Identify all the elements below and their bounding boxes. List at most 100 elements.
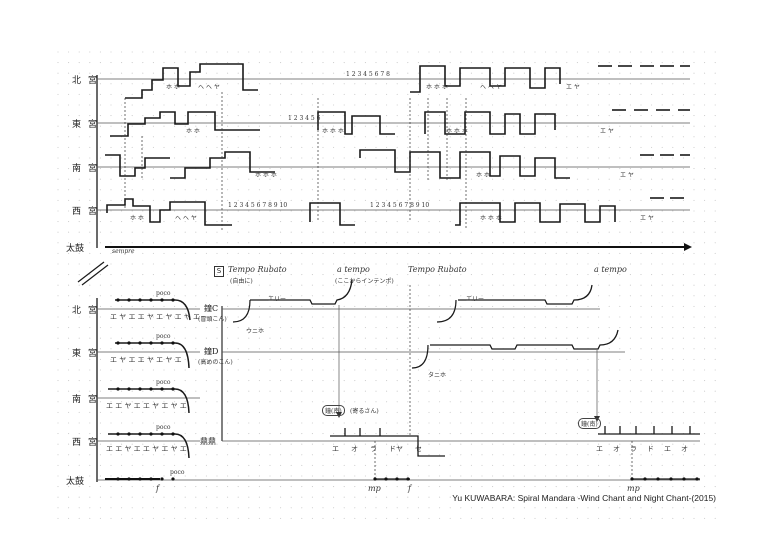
grid-dot [555,104,557,106]
grid-dot [492,199,494,201]
grid-dot [534,104,536,106]
grid-dot [258,93,260,95]
grid-dot [163,93,165,95]
grid-dot [439,83,441,85]
grid-dot [682,125,684,127]
a-tempo-2: a tempo [594,265,627,274]
grid-dot [449,157,451,159]
grid-dot [280,83,282,85]
grid-dot [449,221,451,223]
grid-dot [269,115,271,117]
west-bell-syllables-2: エ オ ラ ド エ オ [596,444,688,454]
grid-dot [131,178,133,180]
grid-dot [714,210,716,212]
grid-dot [142,72,144,74]
grid-dot [68,115,70,117]
grid-dot [704,104,706,106]
grid-dot [227,210,229,212]
grid-dot [619,72,621,74]
grid-dot [269,189,271,191]
upper-label-south: 南 [72,164,82,174]
grid-dot [354,83,356,85]
grid-dot [492,178,494,180]
grid-dot [375,146,377,148]
grid-dot [142,231,144,233]
grid-dot [534,178,536,180]
grid-dot [142,189,144,191]
grid-dot [290,136,292,138]
grid-dot [343,93,345,95]
grid-dot [661,62,663,64]
grid-dot [704,72,706,74]
note-dot [160,341,164,345]
grid-dot [672,93,674,95]
lower-label-east: 東 [72,349,82,359]
grid-dot [248,221,250,223]
grid-dot [322,168,324,170]
grid-dot [428,72,430,74]
syllable: エ ヤ [620,172,634,179]
grid-dot [714,146,716,148]
grid-dot [714,231,716,233]
grid-dot [184,104,186,106]
grid-dot [68,157,70,159]
grid-dot [174,252,176,254]
grid-dot [57,93,59,95]
bell-label-d: 鐘D [204,347,219,356]
grid-dot [227,62,229,64]
grid-dot [576,221,578,223]
grid-dot [205,242,207,244]
grid-dot [407,231,409,233]
grid-dot [110,168,112,170]
grid-dot [502,93,504,95]
syllable: オ [681,445,688,453]
grid-dot [68,62,70,64]
grid-dot [78,62,80,64]
grid-dot [227,146,229,148]
note-dot [171,477,175,481]
grid-dot [619,242,621,244]
grid-dot [333,199,335,201]
grid-dot [386,146,388,148]
grid-dot [174,72,176,74]
grid-dot [333,221,335,223]
arrow-head-icon [684,243,692,251]
grid-dot [152,178,154,180]
grid-dot [640,210,642,212]
grid-dot [608,178,610,180]
grid-dot [672,83,674,85]
grid-dot [322,125,324,127]
grid-dot [237,136,239,138]
grid-dot [449,93,451,95]
grid-dot [343,178,345,180]
grid-dot [587,242,589,244]
grid-dot [502,157,504,159]
grid-dot [661,93,663,95]
grid-dot [301,178,303,180]
grid-dot [364,231,366,233]
grid-dot [566,189,568,191]
upper-mode-east: 宮 [88,120,98,130]
grid-dot [386,178,388,180]
grid-dot [57,242,59,244]
grid-dot [513,146,515,148]
grid-dot [57,231,59,233]
grid-dot [651,168,653,170]
grid-dot [343,210,345,212]
grid-dot [258,189,260,191]
grid-dot [640,231,642,233]
grid-dot [227,125,229,127]
grid-dot [587,189,589,191]
grid-dot [693,51,695,53]
grid-dot [280,221,282,223]
grid-dot [682,136,684,138]
grid-dot [280,242,282,244]
grid-dot [280,62,282,64]
bell-annotation: (寄るさん) [350,408,379,415]
grid-dot [534,136,536,138]
grid-dot [608,104,610,106]
grid-dot [110,178,112,180]
grid-dot [608,83,610,85]
grid-dot [640,178,642,180]
grid-dot [417,199,419,201]
